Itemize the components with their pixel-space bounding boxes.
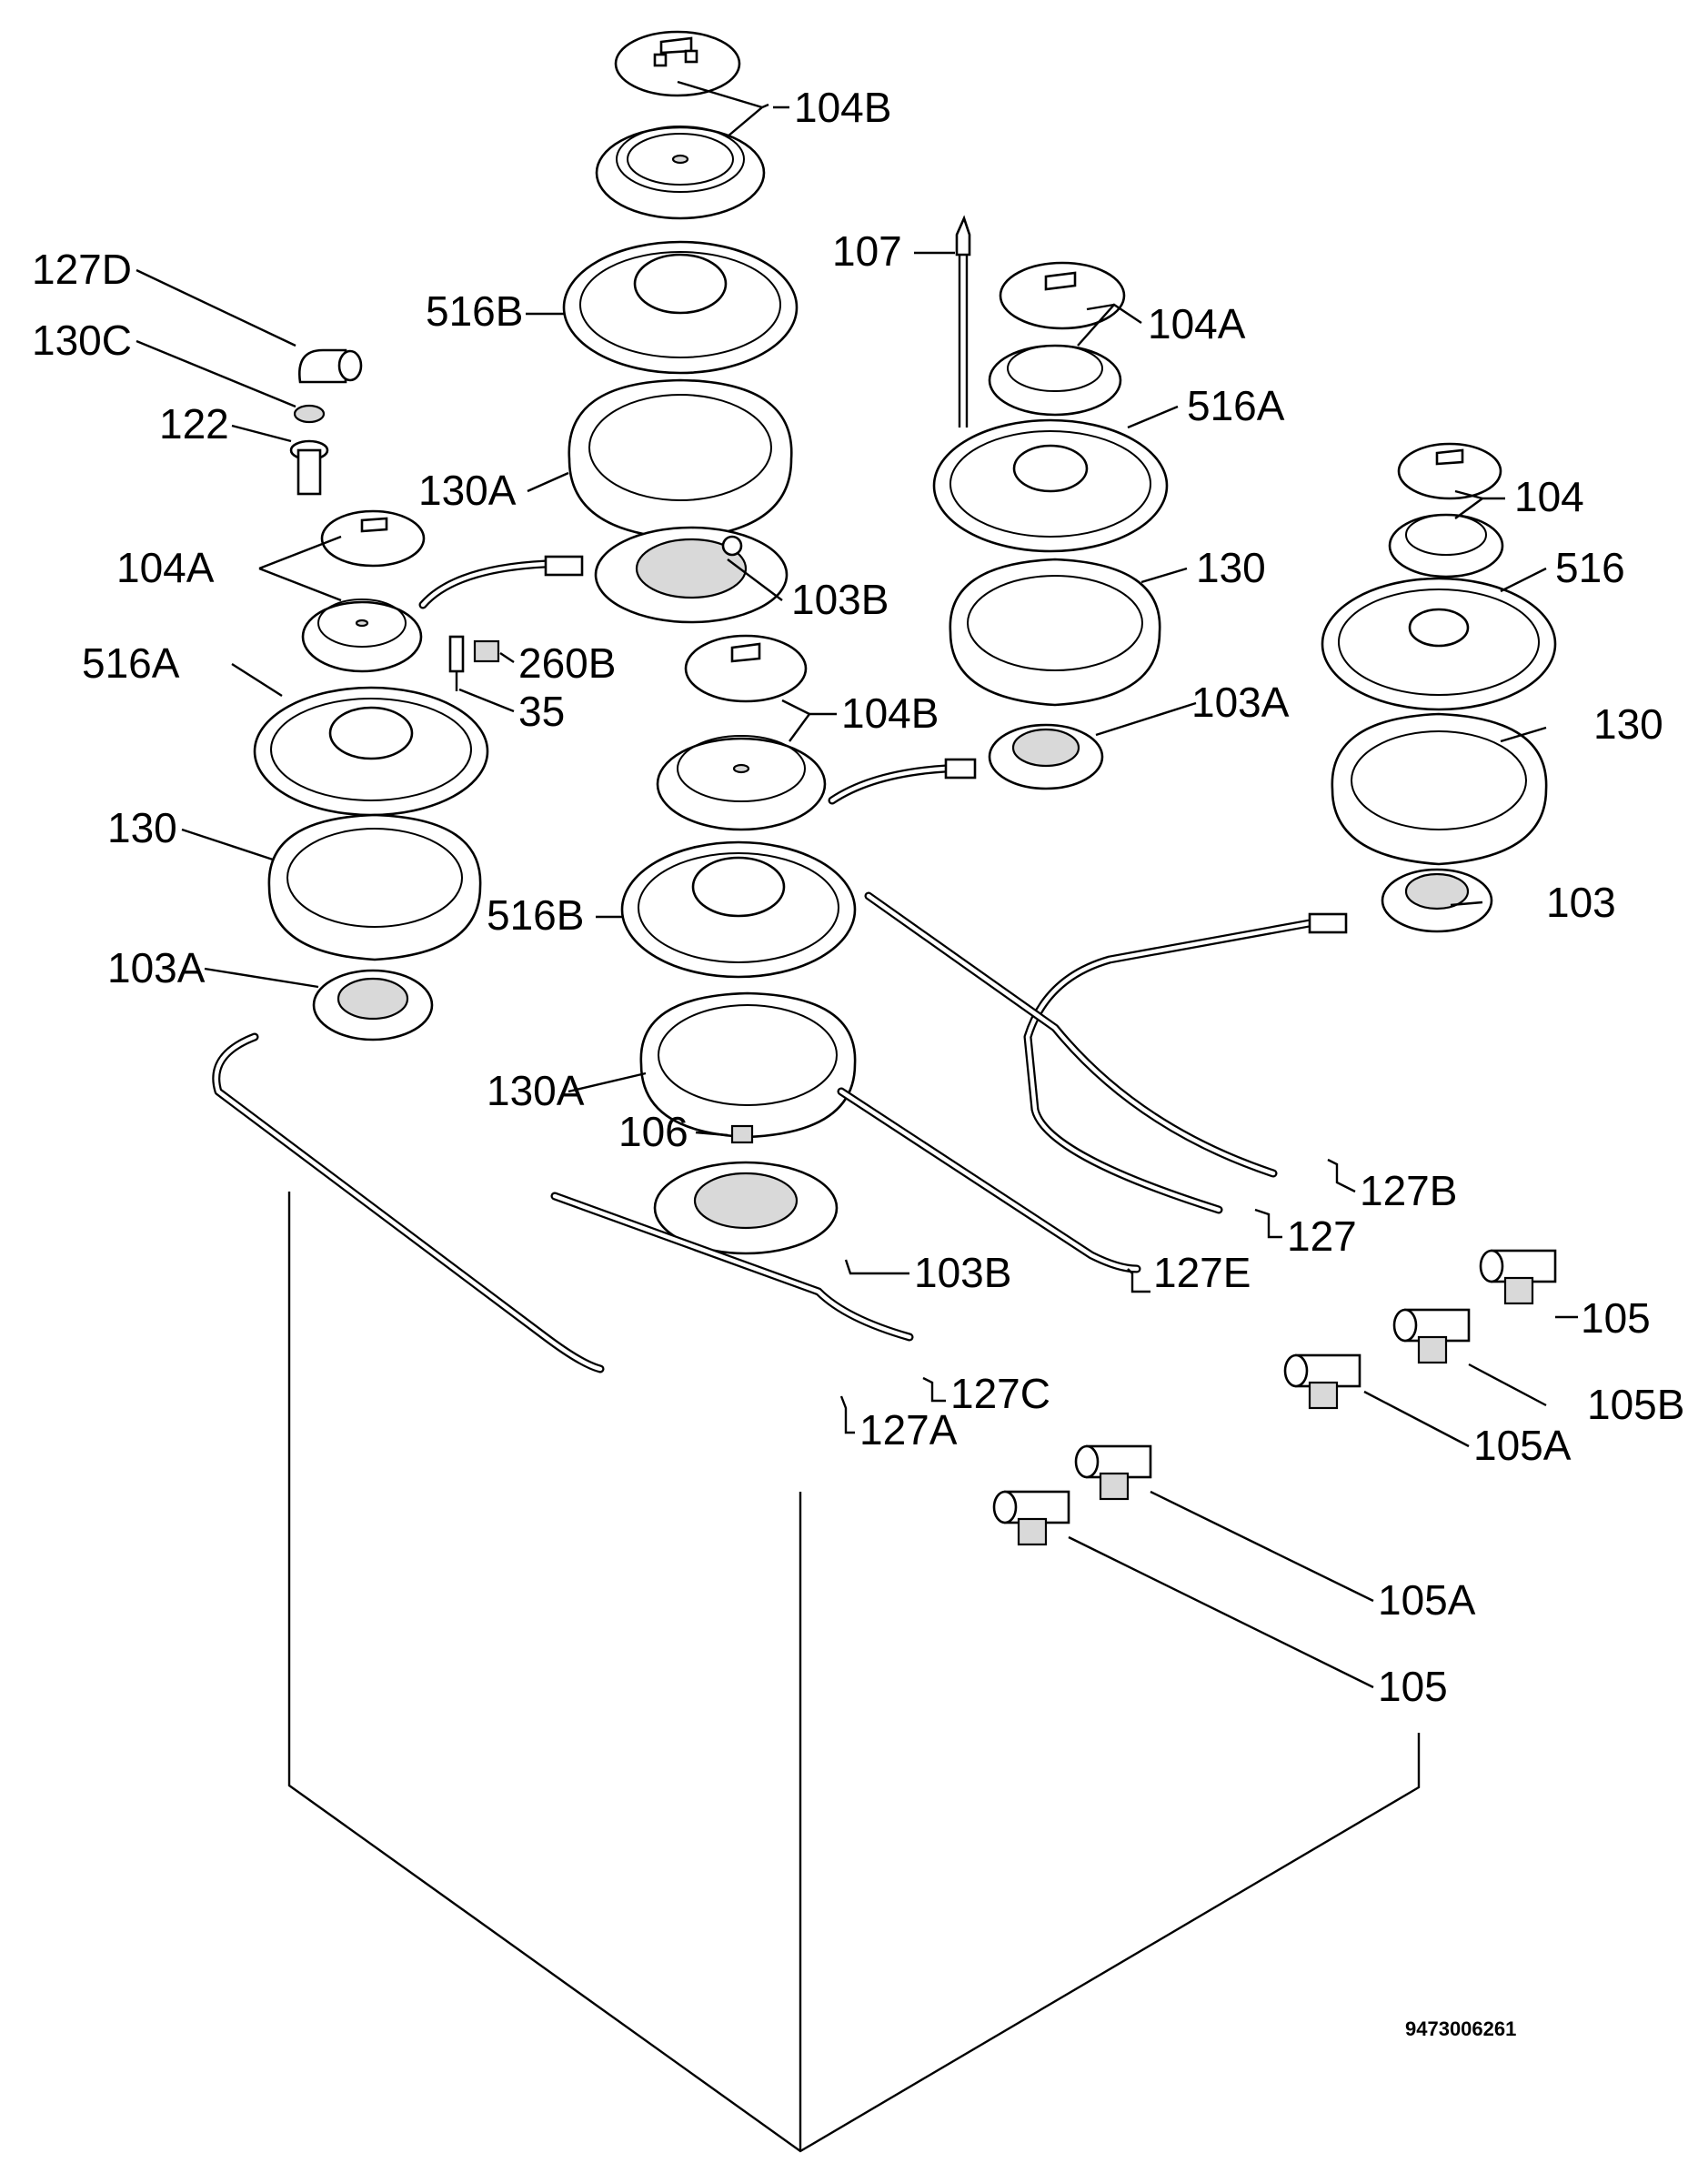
label-105a-1: 105A [1473, 1422, 1572, 1469]
injector-nozzle [730, 1124, 754, 1144]
left-burner-supply-tube [418, 555, 584, 609]
label-130a-top: 130A [418, 467, 517, 514]
label-122: 122 [159, 400, 229, 448]
front-right-burner-crown [1388, 513, 1504, 578]
label-103b-centre: 103B [914, 1249, 1011, 1296]
thermocouple-probe [955, 215, 971, 428]
front-right-seal-ring [1331, 712, 1548, 866]
label-105b: 105B [1587, 1381, 1684, 1428]
leader-lines [136, 80, 1578, 1689]
label-103a-right: 103A [1191, 679, 1290, 726]
front-right-burner-base [1381, 868, 1493, 933]
label-107: 107 [832, 227, 902, 275]
front-right-burner-cap [1397, 442, 1502, 500]
rear-right-burner-crown [988, 344, 1122, 417]
label-104-front-right: 104 [1514, 473, 1584, 520]
label-104a-left: 104A [116, 544, 215, 591]
rear-right-burner-base [988, 723, 1104, 790]
label-127b: 127B [1360, 1167, 1457, 1214]
centre-front-burner-cap [684, 634, 808, 703]
rear-centre-burner-base [594, 526, 789, 624]
centre-front-seal-ring [639, 991, 857, 1139]
left-seal-ring [267, 813, 482, 961]
rear-centre-burner-crown [595, 126, 766, 220]
left-flame-spreader [253, 686, 489, 817]
front-right-flame-spreader [1321, 577, 1557, 711]
label-516a-left: 516A [82, 639, 180, 687]
label-104a-right: 104A [1148, 300, 1246, 347]
label-104b-top: 104B [794, 84, 891, 131]
label-104b-centre: 104B [841, 689, 939, 737]
gas-tap-front-left [992, 1490, 1070, 1546]
label-516-front-right: 516 [1555, 544, 1625, 591]
electrode-clip [473, 639, 500, 663]
label-35: 35 [518, 688, 565, 735]
ignition-electrode [448, 635, 465, 691]
label-103b-top: 103B [791, 576, 889, 623]
label-127d: 127D [32, 246, 132, 293]
gas-tap-rear-right [1479, 1249, 1557, 1305]
left-burner-base [312, 969, 434, 1041]
rear-right-flame-spreader [932, 418, 1169, 553]
label-106: 106 [618, 1108, 688, 1155]
centre-front-flame-spreader [620, 840, 857, 979]
left-burner-cap [320, 509, 426, 568]
label-130a-centre: 130A [487, 1067, 585, 1114]
label-127c: 127C [950, 1370, 1050, 1417]
gas-tubes [212, 758, 1348, 1373]
rear-right-burner-cap [999, 261, 1126, 330]
gas-tap-front-centre [1074, 1444, 1152, 1501]
label-260b: 260B [518, 639, 616, 687]
label-130-mid-right: 130 [1196, 544, 1266, 591]
label-130c: 130C [32, 317, 132, 364]
label-103a-left: 103A [107, 944, 206, 991]
rear-centre-seal-ring [568, 378, 793, 540]
gas-inlet-elbow [297, 348, 363, 384]
label-516b-centre: 516B [487, 891, 584, 939]
label-105-2: 105 [1378, 1663, 1448, 1710]
label-130-left: 130 [107, 804, 177, 851]
part-labels: 104B 107 127D 104A 130C 516B 516A 122 13… [32, 84, 1684, 1710]
label-127e: 127E [1153, 1249, 1251, 1296]
elbow-washer [293, 404, 326, 424]
hob-base-outline [287, 1192, 1421, 2153]
left-burner-crown [301, 599, 423, 673]
gas-tap-middle [1283, 1353, 1361, 1410]
gas-tap-rear-centre [1392, 1308, 1471, 1364]
label-516b-top: 516B [426, 287, 523, 335]
centre-front-burner-base [653, 1161, 839, 1255]
drawing-code: 9473006261 [1405, 2017, 1516, 2040]
centre-front-burner-crown [656, 735, 827, 831]
rear-centre-flame-spreader [562, 240, 799, 375]
inlet-connector [289, 439, 329, 496]
label-103-front-right: 103 [1546, 879, 1616, 926]
rear-right-seal-ring [949, 558, 1161, 707]
label-105a-2: 105A [1378, 1576, 1476, 1624]
rear-centre-burner-cap [614, 30, 741, 97]
label-105-1: 105 [1581, 1294, 1651, 1342]
label-127a: 127A [859, 1406, 958, 1454]
label-130-front-right: 130 [1593, 700, 1663, 748]
label-516a-right: 516A [1187, 382, 1285, 429]
label-127: 127 [1287, 1212, 1357, 1260]
